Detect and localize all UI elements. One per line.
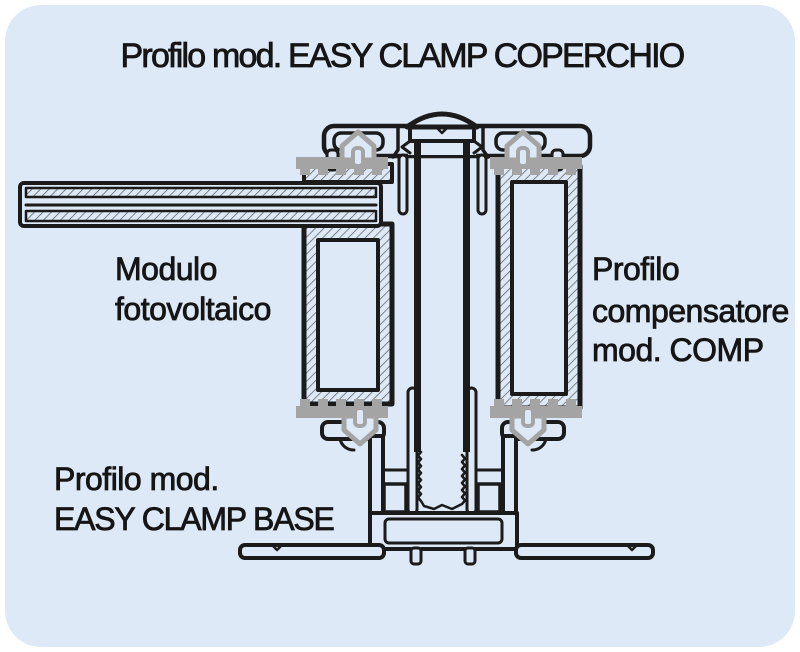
panel-background: [5, 5, 795, 647]
base-slot-right: [476, 482, 502, 514]
label-compensatore-line-2: compensatore: [592, 293, 789, 329]
screw-head-notch: [434, 125, 450, 135]
fastening-screw: [400, 111, 484, 511]
label-modulo-line-1: Modulo: [115, 251, 217, 287]
label-compensatore-line-1: Profilo: [592, 251, 679, 287]
label-modulo-fotovoltaico: Modulo fotovoltaico: [115, 251, 272, 328]
cover-boss-left-wall: [391, 126, 400, 159]
module-frame-cavity: [316, 238, 380, 392]
bottom-gasket-right: [490, 399, 582, 447]
pv-module-laminate: [18, 181, 383, 228]
label-modulo-line-2: fotovoltaico: [115, 291, 271, 327]
base-flange-left-notch: [270, 543, 284, 552]
label-base-line-1: Profilo mod.: [54, 461, 219, 497]
screw-wing-right: [472, 139, 484, 155]
laminate-glass-layer: [24, 186, 378, 199]
base-right-wall: [501, 434, 518, 516]
base-foot-left: [409, 546, 423, 566]
base-flange-right-notch: [625, 543, 639, 552]
base-left-curl: [338, 437, 356, 452]
down-arrow-icon: [341, 413, 379, 447]
bottom-gasket-left: [296, 399, 388, 447]
top-gasket-left: [296, 129, 388, 175]
laminate-backsheet-layer: [24, 209, 378, 223]
label-compensatore-line-3: mod. COMP: [592, 332, 764, 368]
screw-dome-head: [404, 111, 480, 130]
down-arrow-icon: [509, 413, 547, 447]
base-body-cavity: [383, 517, 504, 545]
base-right-curl: [530, 437, 548, 452]
label-base-line-2: EASY CLAMP BASE: [54, 501, 334, 537]
cover-hook-right: [476, 153, 488, 216]
compensator-cavity: [510, 180, 568, 396]
base-foot-right: [463, 546, 477, 566]
base-slot-left: [382, 482, 408, 514]
base-flange-right: [514, 543, 655, 560]
screw-wing-left: [400, 139, 412, 155]
label-easy-clamp-base: Profilo mod. EASY CLAMP BASE: [54, 461, 336, 538]
cover-boss-right-wall: [481, 126, 490, 159]
base-left-wall: [368, 434, 385, 516]
base-flange-left: [238, 543, 386, 560]
screw-thread: [416, 450, 467, 511]
compensator-profile: [495, 163, 583, 411]
diagram-title: Profilo mod. EASY CLAMP COPERCHIO: [121, 37, 684, 75]
cover-hook-left: [397, 153, 409, 216]
pv-module-frame: [301, 162, 395, 407]
label-profilo-compensatore: Profilo compensatore mod. COMP: [592, 251, 790, 369]
top-gasket-right: [490, 129, 582, 175]
